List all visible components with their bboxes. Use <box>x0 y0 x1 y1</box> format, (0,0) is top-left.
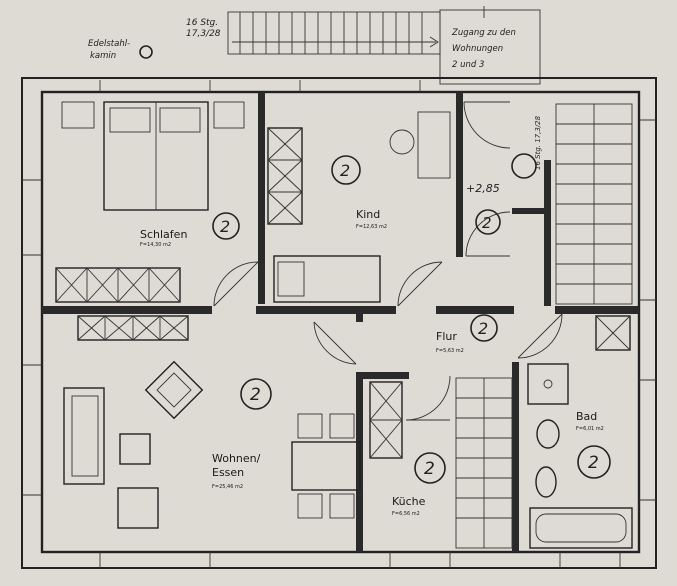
unit-marker-bad: 2 <box>588 453 599 473</box>
chimney-note-line2: kamin <box>90 51 116 61</box>
wardrobe-schlafen <box>55 267 181 303</box>
room-name-schlafen: Schlafen <box>140 228 187 241</box>
bathroom-cabinet <box>595 315 631 351</box>
bed-double <box>103 101 209 211</box>
armchair <box>144 360 204 420</box>
bathtub <box>529 507 633 549</box>
dining-table <box>291 413 361 519</box>
shower-tray <box>527 363 569 405</box>
washbasin <box>536 419 560 449</box>
access-note-line2: Wohnungen <box>452 44 503 54</box>
side-table-1 <box>119 433 151 465</box>
nightstand-left <box>61 101 95 129</box>
side-table-2 <box>117 487 159 529</box>
kitchen-counter <box>369 381 403 459</box>
unit-marker-stair: 2 <box>482 214 492 232</box>
chair-kind <box>389 129 415 155</box>
outer-walls <box>21 77 657 569</box>
room-area-wohnen: F=25,46 m2 <box>212 484 243 490</box>
room-name-wohnen-line1: Wohnen/ <box>212 452 261 465</box>
stair-spiral <box>555 103 633 305</box>
level-marker: +2,85 <box>466 182 500 195</box>
room-area-kueche: F=6,56 m2 <box>392 511 420 517</box>
room-name-kueche: Küche <box>392 495 426 508</box>
unit-markers: 2 2 2 2 2 2 2 <box>212 153 611 484</box>
access-note-line1: Zugang zu den <box>451 28 516 38</box>
nightstand-right <box>213 101 245 129</box>
bed-child-pillow <box>277 261 305 297</box>
stairs-top-note-line2: 17,3/28 <box>186 29 221 39</box>
sofa <box>63 387 105 485</box>
wardrobe-kind <box>267 127 303 225</box>
room-area-kind: F=12,63 m2 <box>356 224 387 230</box>
unit-marker-wohnen: 2 <box>250 385 261 405</box>
entry-stair-top <box>227 6 541 85</box>
desk-kind <box>417 111 451 179</box>
toilet <box>535 466 557 498</box>
stair-right-note: 16 Stg. 17,3/28 <box>534 115 542 170</box>
chimney-note-line1: Edelstahl- <box>88 39 130 49</box>
room-area-bad: F=6,01 m2 <box>576 426 604 432</box>
room-area-flur: F=5,63 m2 <box>436 348 464 354</box>
stair-kitchen <box>455 377 513 549</box>
unit-marker-flur: 2 <box>478 319 488 338</box>
unit-marker-kueche: 2 <box>424 459 435 479</box>
bathroom-cabinet-cross2 <box>595 315 631 351</box>
sideboard-wohnen <box>77 315 189 341</box>
chimney-symbol <box>139 45 153 59</box>
doors <box>213 101 563 421</box>
unit-marker-schlafen: 2 <box>220 217 230 236</box>
stairs-top-note-line1: 16 Stg. <box>186 18 218 28</box>
bed-child <box>273 255 381 303</box>
room-name-kind: Kind <box>356 208 380 221</box>
unit-marker-kind: 2 <box>340 161 350 180</box>
room-area-schlafen: F=14,30 m2 <box>140 242 171 248</box>
room-name-wohnen-line2: Essen <box>212 466 244 479</box>
access-note-line3: 2 und 3 <box>452 60 484 70</box>
room-name-bad: Bad <box>576 410 597 423</box>
room-name-flur: Flur <box>436 330 457 343</box>
